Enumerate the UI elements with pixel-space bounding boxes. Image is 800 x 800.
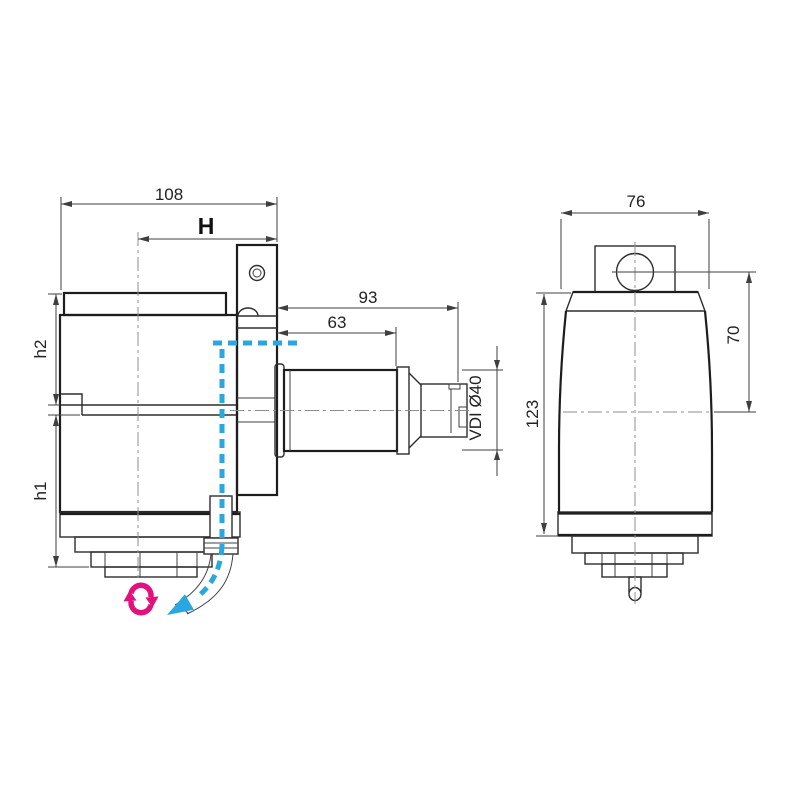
dim-label-70: 70 <box>724 326 743 345</box>
front-view: 76 70 123 <box>523 192 756 604</box>
dim-vdi-shank: VDI Ø40 <box>462 346 503 476</box>
housing-outline <box>58 243 279 514</box>
dim-label-123: 123 <box>523 400 542 428</box>
coolant-path-dashed-line <box>194 340 302 600</box>
dim-label-vdi: VDI Ø40 <box>466 375 485 440</box>
dim-center-offset: H <box>138 213 277 242</box>
locating-pin-dome <box>237 307 259 317</box>
dim-front-height: 123 <box>523 292 571 537</box>
dim-label-H: H <box>198 213 215 239</box>
dim-label-h1: h1 <box>31 482 50 501</box>
dim-label-h2: h2 <box>31 340 50 359</box>
serrated-base <box>59 511 241 578</box>
coolant-flow-arrow-icon <box>167 594 194 615</box>
dim-shank-total: 93 <box>277 288 459 382</box>
dim-front-width: 76 <box>560 192 710 289</box>
dim-overall-width: 108 <box>60 185 278 290</box>
dim-shank-to-groove: 63 <box>277 313 397 366</box>
side-view: 108 H 93 63 <box>31 185 503 615</box>
dim-label-76: 76 <box>627 192 646 211</box>
dim-label-63: 63 <box>328 313 347 332</box>
clamp-screw-icon <box>248 264 266 282</box>
dim-label-108: 108 <box>155 185 183 204</box>
dim-label-93: 93 <box>359 288 378 307</box>
dim-h1: h1 <box>31 414 89 568</box>
rotation-direction-icon <box>123 582 159 616</box>
dim-h2: h2 <box>31 293 62 406</box>
dim-center-to-shank: 70 <box>658 271 756 413</box>
